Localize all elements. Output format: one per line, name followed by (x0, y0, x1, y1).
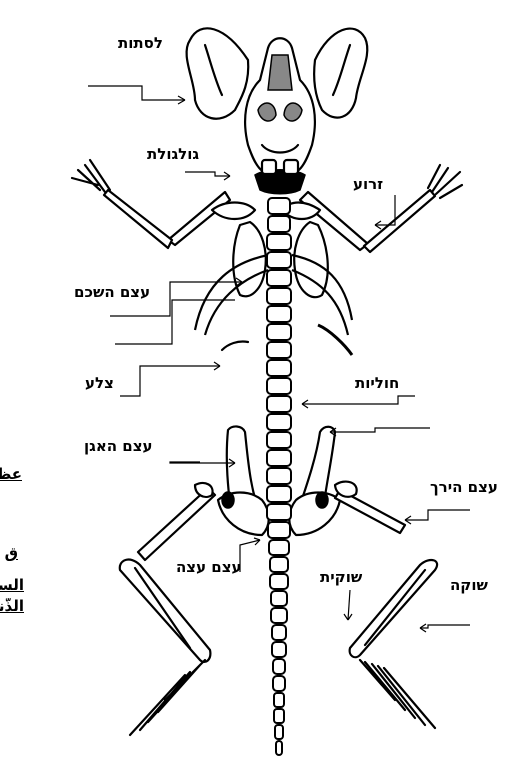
label-fibula: שוקית (320, 570, 362, 585)
label-femur: עצם הירך (430, 480, 498, 495)
label-vertebrae: חוליות (355, 376, 399, 391)
left-femur (138, 488, 215, 560)
left-humerus (168, 192, 230, 245)
label-rib: צלע (85, 376, 114, 391)
label-jaws: לסתות (118, 36, 163, 51)
label-skull: גולגולת (147, 147, 199, 162)
left-ear-bone (187, 28, 249, 118)
label-scapula: עצם השכם (74, 285, 150, 300)
label-coccyx: עצם עצה (176, 560, 242, 575)
label-arm: זרוע (353, 177, 383, 192)
cut-text-3: الساق (0, 577, 24, 594)
label-tibia: שוקה (450, 578, 488, 593)
right-scapula (294, 222, 328, 297)
cut-text-4: الذّنب (0, 598, 24, 615)
label-pelvis: עצם האגן (84, 439, 153, 454)
cut-text-2: ق (0, 545, 18, 562)
spine (267, 198, 291, 755)
cut-text-1: عظ (0, 466, 22, 483)
floating-rib (222, 341, 248, 350)
